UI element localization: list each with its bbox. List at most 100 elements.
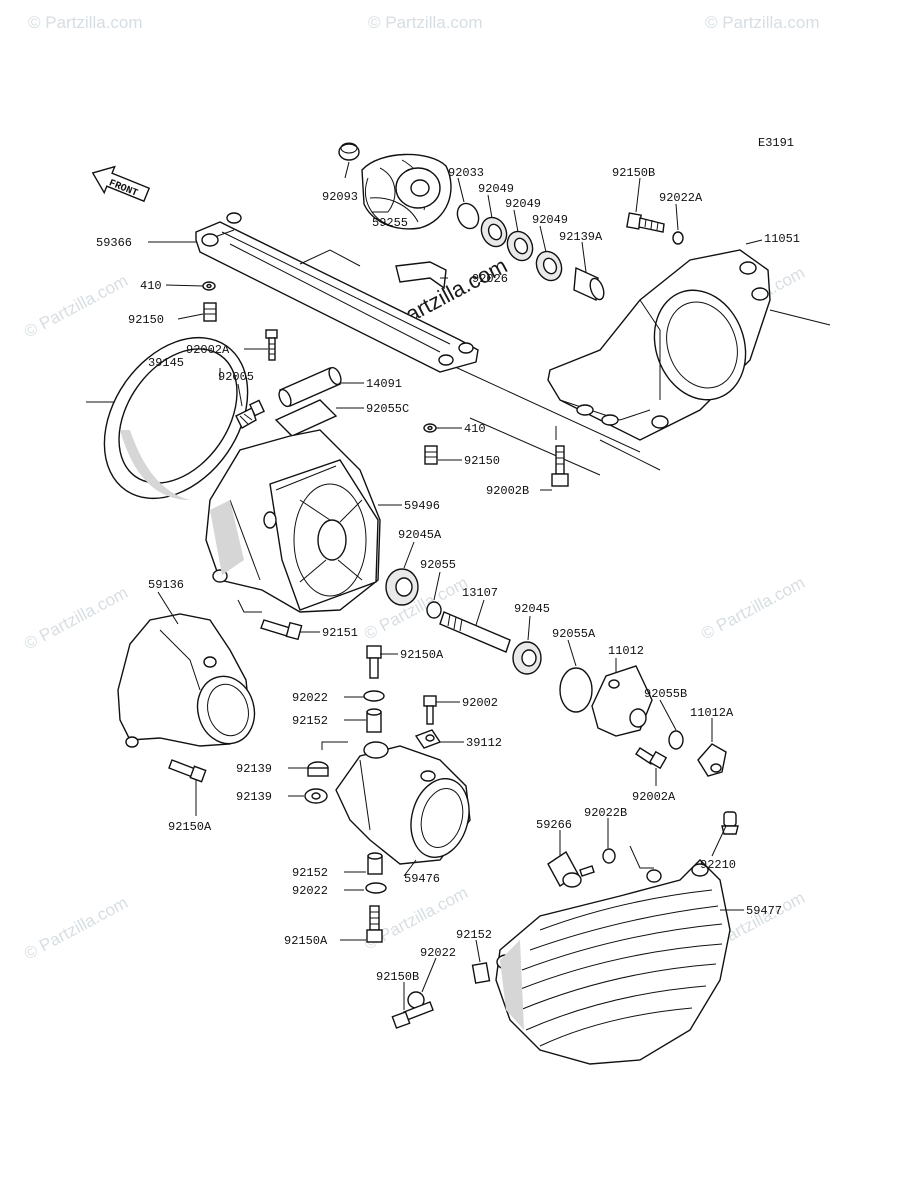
bearing-92049-c-part bbox=[535, 250, 563, 282]
oring-92055B-part bbox=[668, 730, 684, 750]
callout-92002B: 92002B bbox=[486, 484, 529, 498]
bolt-92002-part bbox=[423, 695, 437, 725]
callout-92022-b: 92022 bbox=[292, 884, 328, 898]
callout-92033: 92033 bbox=[448, 166, 484, 180]
callout-92022-c: 92022 bbox=[420, 946, 456, 960]
pump-cover-plate-59366-part bbox=[195, 212, 479, 373]
bolt-92151-part bbox=[260, 619, 303, 641]
callout-410-a: 410 bbox=[140, 279, 162, 293]
callout-410-b: 410 bbox=[464, 422, 486, 436]
washer-92022-b-part bbox=[365, 882, 387, 894]
callout-92150A-b: 92150A bbox=[168, 820, 212, 834]
callout-92022B: 92022B bbox=[584, 806, 627, 820]
watermark: © Partzilla.com bbox=[21, 271, 131, 342]
watermark: © Partzilla.com bbox=[21, 583, 131, 654]
collar-92152-b-part bbox=[367, 852, 383, 875]
callout-labels: 92093 59255 92033 92049 92049 92049 9213… bbox=[96, 166, 800, 984]
oring-92055-part bbox=[426, 601, 442, 619]
callout-92152-b: 92152 bbox=[292, 866, 328, 880]
leader-lines bbox=[148, 161, 763, 1010]
plate-92026-part bbox=[395, 261, 447, 290]
ring-39145-part bbox=[103, 336, 249, 500]
callout-59255: 59255 bbox=[372, 216, 408, 230]
watermark: © Partzilla.com bbox=[368, 13, 483, 32]
steering-nozzle-59476-part bbox=[335, 741, 471, 865]
callout-92055A: 92055A bbox=[552, 627, 596, 641]
washer-92022B-part bbox=[602, 848, 616, 864]
callout-92139-a: 92139 bbox=[236, 762, 272, 776]
callout-59477: 59477 bbox=[746, 904, 782, 918]
callout-92151: 92151 bbox=[322, 626, 358, 640]
callout-92150A-c: 92150A bbox=[284, 934, 328, 948]
impeller-59255-part bbox=[361, 153, 452, 230]
ring-92033-part bbox=[456, 202, 480, 230]
watermark: © Partzilla.com bbox=[698, 573, 808, 644]
callout-92150B-bottom: 92150B bbox=[376, 970, 419, 984]
washer-92022A-part bbox=[672, 231, 684, 245]
cap-11012A-part bbox=[697, 743, 727, 777]
watermark: © Partzilla.com bbox=[705, 13, 820, 32]
bolt-92002B-part bbox=[551, 445, 569, 487]
watermark: © Partzilla.com bbox=[28, 13, 143, 32]
watermark: © Partzilla.com bbox=[21, 893, 131, 964]
washer-410-b-part bbox=[423, 423, 437, 433]
callout-39145: 39145 bbox=[148, 356, 184, 370]
callout-92150-a: 92150 bbox=[128, 313, 164, 327]
callout-92150-b: 92150 bbox=[464, 454, 500, 468]
shaft-13107-part bbox=[439, 611, 511, 653]
oring-92055A-part bbox=[559, 667, 593, 713]
callout-92026: 92026 bbox=[472, 272, 508, 286]
callout-92055C: 92055C bbox=[366, 402, 409, 416]
callout-39112: 39112 bbox=[466, 736, 502, 750]
callout-92045A: 92045A bbox=[398, 528, 442, 542]
bolt-92150A-bottom-part bbox=[366, 905, 383, 943]
callout-59496: 59496 bbox=[404, 499, 440, 513]
collar-92152-a-part bbox=[366, 708, 382, 733]
diagram-code: E3191 bbox=[758, 136, 794, 150]
bolt-92150-a-part bbox=[203, 302, 217, 322]
callout-92055: 92055 bbox=[420, 558, 456, 572]
nozzle-59136-part bbox=[117, 613, 256, 748]
callout-59366: 59366 bbox=[96, 236, 132, 250]
callout-92005: 92005 bbox=[218, 370, 254, 384]
callout-92152-a: 92152 bbox=[292, 714, 328, 728]
callout-92022A: 92022A bbox=[659, 191, 703, 205]
callout-92049-b: 92049 bbox=[505, 197, 541, 211]
sensor-92005-part bbox=[235, 399, 265, 429]
callout-92002: 92002 bbox=[462, 696, 498, 710]
callout-13107: 13107 bbox=[462, 586, 498, 600]
bearing-92045A-part bbox=[385, 568, 419, 606]
callout-92045: 92045 bbox=[514, 602, 550, 616]
callout-59476: 59476 bbox=[404, 872, 440, 886]
fitting-59266-part bbox=[547, 850, 595, 888]
gasket-92055C-part bbox=[274, 399, 338, 437]
callout-11012A: 11012A bbox=[690, 706, 734, 720]
bolt-92150A-mid-part bbox=[366, 645, 382, 679]
callout-92022-a: 92022 bbox=[292, 691, 328, 705]
bolt-92150-b-part bbox=[424, 445, 438, 465]
grate-59477-part bbox=[495, 859, 731, 1065]
front-arrow-icon: FRONT bbox=[91, 165, 151, 203]
bolt-92002A-part bbox=[265, 329, 278, 361]
cap-92093-part bbox=[338, 142, 360, 161]
bolt-92150B-top-part bbox=[626, 212, 665, 233]
lever-39112-part bbox=[414, 729, 442, 749]
bushing-92139-a-part bbox=[307, 761, 329, 777]
bolt-92002A-right-part bbox=[635, 747, 668, 770]
pump-housing-11051-part bbox=[547, 249, 771, 441]
callout-14091: 14091 bbox=[366, 377, 402, 391]
callout-11012: 11012 bbox=[608, 644, 644, 658]
callout-92139-b: 92139 bbox=[236, 790, 272, 804]
bearing-92049-b-part bbox=[506, 230, 534, 262]
callout-92002A: 92002A bbox=[186, 343, 230, 357]
callout-92002A-b: 92002A bbox=[632, 790, 676, 804]
plug-92210-part bbox=[721, 811, 739, 835]
washer-92022-a-part bbox=[363, 690, 385, 702]
bolt-92150A-left-part bbox=[168, 759, 207, 783]
bushing-92139-b-part bbox=[304, 788, 328, 804]
callout-92152-c: 92152 bbox=[456, 928, 492, 942]
bolt-92150B-bottom-part bbox=[391, 1001, 434, 1029]
bearing-92045-part bbox=[512, 641, 542, 675]
pump-case-59496-part bbox=[205, 429, 381, 613]
